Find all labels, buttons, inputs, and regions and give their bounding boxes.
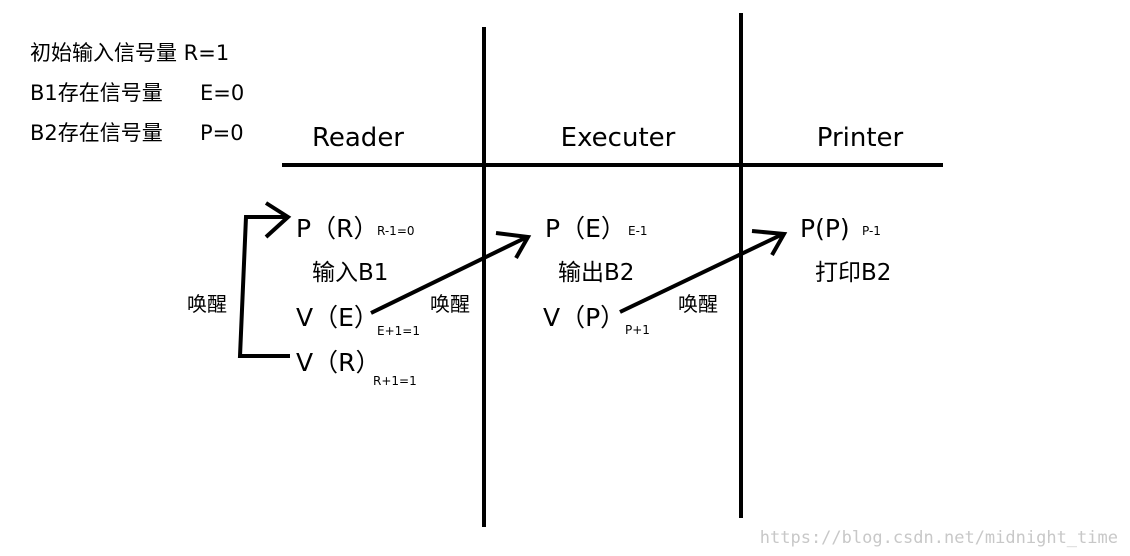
printer-p-p-sub: P-1 xyxy=(862,224,881,238)
watermark-url: https://blog.csdn.net/midnight_time xyxy=(760,528,1118,548)
reader-to-executer-arrowhead xyxy=(495,231,532,259)
printer-wake-label: 唤醒 xyxy=(678,292,718,316)
executer-v-p: V（P） xyxy=(543,303,625,332)
reader-p-r: P（R） xyxy=(296,214,378,243)
reader-wake-arrowhead xyxy=(264,201,292,239)
executer-v-p-sub: P+1 xyxy=(625,323,650,337)
reader-v-e: V（E） xyxy=(296,303,379,332)
legend-line-3-value: P=0 xyxy=(200,121,244,145)
column-header-executer: Executer xyxy=(561,123,676,153)
reader-v-e-sub: E+1=1 xyxy=(377,324,420,338)
reader-action: 输入B1 xyxy=(312,260,388,286)
executer-p-e-sub: E-1 xyxy=(628,224,648,238)
reader-wake-bracket xyxy=(237,215,290,358)
legend-line-2-label: B1存在信号量 xyxy=(30,81,163,105)
legend-line-1: 初始输入信号量 R=1 xyxy=(30,41,229,65)
printer-p-p: P(P) xyxy=(800,214,850,243)
executer-wake-label: 唤醒 xyxy=(430,292,470,316)
reader-v-r: V（R） xyxy=(296,348,380,377)
reader-wake-label: 唤醒 xyxy=(187,292,227,316)
column-header-printer: Printer xyxy=(817,123,904,153)
column-header-reader: Reader xyxy=(312,123,404,153)
legend-line-2-value: E=0 xyxy=(200,81,244,105)
executer-to-printer-arrow xyxy=(619,232,784,314)
executer-p-e: P（E） xyxy=(545,214,626,243)
legend-line-3-label: B2存在信号量 xyxy=(30,121,163,145)
reader-to-executer-arrow xyxy=(370,235,528,315)
reader-v-r-sub: R+1=1 xyxy=(373,374,417,388)
printer-action: 打印B2 xyxy=(815,260,891,286)
executer-to-printer-arrowhead xyxy=(751,229,788,256)
reader-p-r-sub: R-1=0 xyxy=(377,224,415,238)
executer-action: 输出B2 xyxy=(558,260,634,286)
